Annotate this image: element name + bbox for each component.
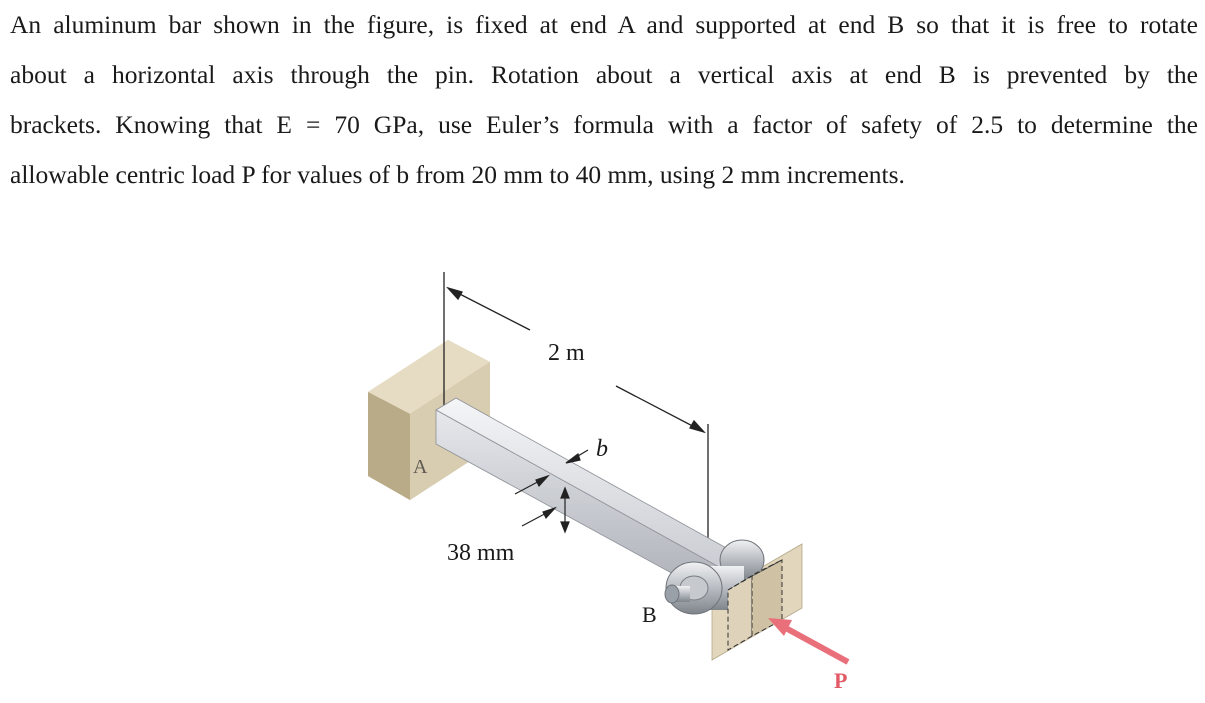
problem-line-4: allowable centric load P for values of b… xyxy=(10,160,905,189)
end-a-label: A xyxy=(413,456,428,478)
depth-dimension xyxy=(514,474,570,534)
aluminum-bar xyxy=(435,397,749,605)
load-arrow xyxy=(768,618,850,665)
end-b-label: B xyxy=(642,602,657,627)
length-label: 2 m xyxy=(548,340,585,366)
load-label: P xyxy=(834,668,848,693)
pin-support-b xyxy=(664,539,803,661)
fixed-support-wall xyxy=(368,340,490,500)
problem-line-3: brackets. Knowing that E = 70 GPa, use E… xyxy=(10,110,1198,139)
width-dimension xyxy=(565,449,589,464)
problem-statement: An aluminum bar shown in the figure, is … xyxy=(10,0,1198,200)
length-dimension xyxy=(443,272,709,550)
depth-label: 38 mm xyxy=(447,540,515,566)
problem-line-1: An aluminum bar shown in the figure, is … xyxy=(10,10,1198,39)
width-label: b xyxy=(596,436,608,462)
problem-line-2: about a horizontal axis through the pin.… xyxy=(10,60,1198,89)
